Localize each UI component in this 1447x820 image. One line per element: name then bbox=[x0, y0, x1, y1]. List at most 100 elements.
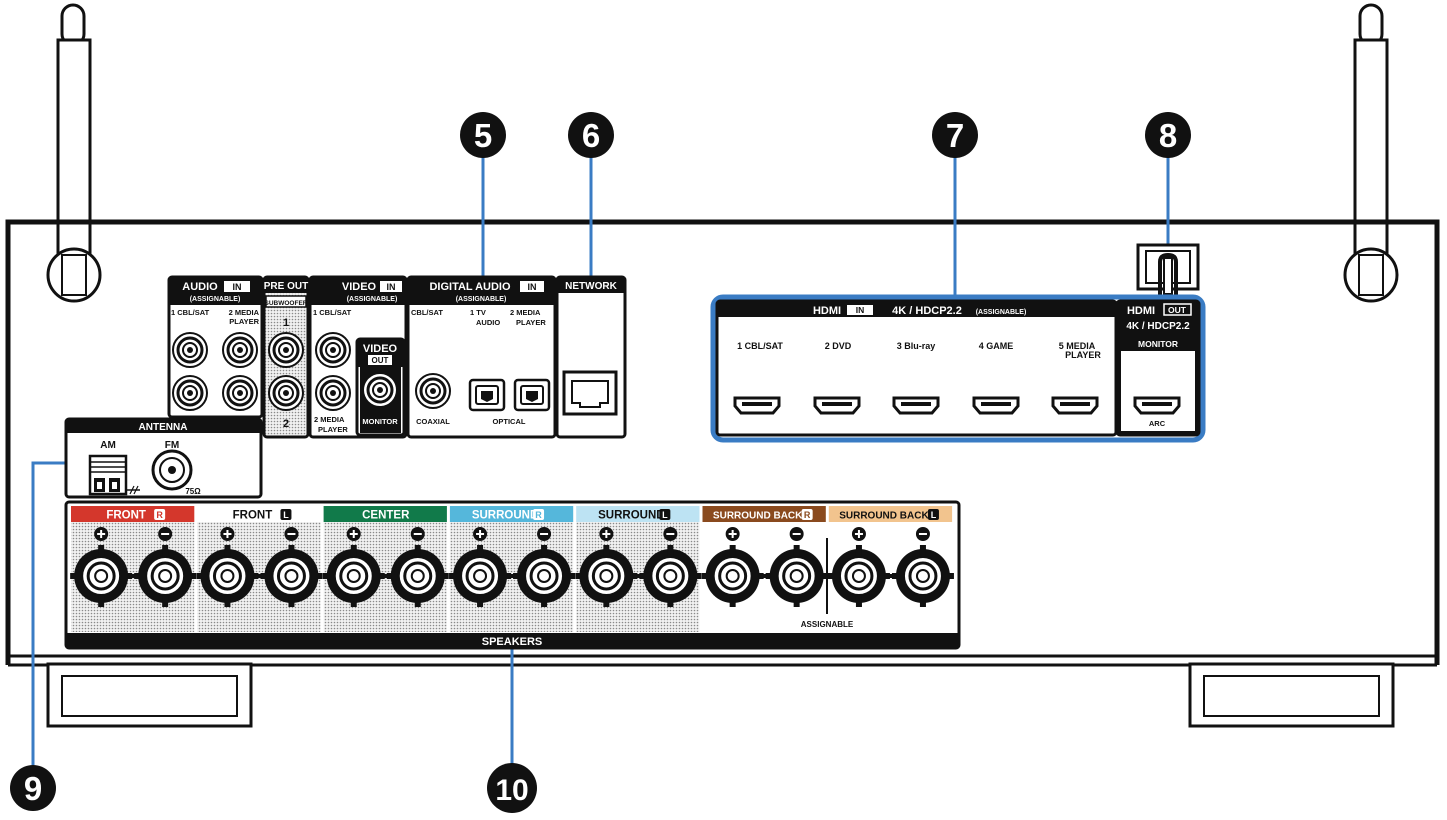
audio-in-jack[interactable] bbox=[221, 331, 259, 369]
optical-jack-2[interactable] bbox=[513, 378, 551, 412]
pre-out-num-1: 1 bbox=[283, 317, 289, 329]
speaker-channel: CENTER bbox=[321, 506, 451, 632]
speaker-channel-label: SURROUND bbox=[598, 510, 664, 522]
callout-6: 6 bbox=[568, 112, 614, 158]
pre-out-jack-2[interactable] bbox=[267, 374, 305, 412]
hdmi-in-port-5[interactable] bbox=[1051, 396, 1099, 415]
digital-audio-mp-label-2: PLAYER bbox=[516, 318, 546, 327]
pre-out-section: PRE OUT SUBWOOFER 1 2 bbox=[262, 275, 310, 439]
callout-10: 10 bbox=[487, 763, 537, 813]
callout-9: 9 bbox=[10, 765, 56, 811]
digital-audio-title: DIGITAL AUDIO bbox=[429, 281, 511, 293]
audio-in-label-1: 1 CBL/SAT bbox=[171, 308, 210, 317]
speaker-channel-badge: R bbox=[535, 510, 542, 520]
speaker-channel-label: FRONT bbox=[106, 510, 146, 522]
digital-audio-tv-label-1: 1 TV bbox=[470, 308, 486, 317]
digital-audio-badge: IN bbox=[528, 282, 537, 292]
hdmi-in-label: 4 GAME bbox=[979, 341, 1014, 351]
speakers-assignable-label: ASSIGNABLE bbox=[801, 620, 854, 629]
speaker-channel-badge: R bbox=[156, 510, 163, 520]
hdmi-out-spec: 4K / HDCP2.2 bbox=[1126, 321, 1190, 332]
hdmi-out-badge: OUT bbox=[1168, 305, 1187, 315]
video-in-label-2a: 2 MEDIA bbox=[314, 415, 345, 424]
left-antenna bbox=[46, 3, 102, 303]
speaker-channel-label: FRONT bbox=[233, 510, 273, 522]
hdmi-in-label: 1 CBL/SAT bbox=[737, 341, 783, 351]
speaker-channel-badge: L bbox=[662, 510, 668, 520]
coaxial-jack[interactable] bbox=[414, 372, 452, 410]
callout-lines bbox=[31, 150, 1170, 765]
hdmi-in-port-2[interactable] bbox=[813, 396, 861, 415]
hdmi-in-label: 2 DVD bbox=[825, 341, 852, 351]
signal-ground-terminal[interactable] bbox=[1136, 243, 1200, 296]
am-antenna-terminal[interactable] bbox=[88, 454, 140, 496]
svg-text:8: 8 bbox=[1159, 117, 1177, 154]
video-in-jack-1[interactable] bbox=[314, 331, 352, 369]
hdmi-in-port-3[interactable] bbox=[892, 396, 940, 415]
audio-in-sub: (ASSIGNABLE) bbox=[190, 296, 241, 303]
svg-text:7: 7 bbox=[946, 117, 964, 154]
svg-text:6: 6 bbox=[582, 117, 600, 154]
digital-audio-mp-label-1: 2 MEDIA bbox=[510, 308, 541, 317]
audio-in-title: AUDIO bbox=[182, 281, 218, 293]
hdmi-in-label-line2: PLAYER bbox=[1065, 350, 1101, 360]
video-in-label-1: 1 CBL/SAT bbox=[313, 308, 352, 317]
video-out-badge: OUT bbox=[372, 356, 389, 365]
audio-in-label-2a: 2 MEDIA bbox=[229, 308, 260, 317]
video-in-badge: IN bbox=[387, 282, 396, 292]
optical-jack-1[interactable] bbox=[468, 378, 506, 412]
pre-out-sub: SUBWOOFER bbox=[265, 300, 308, 307]
video-out-jack[interactable] bbox=[361, 371, 399, 409]
hdmi-in-spec: 4K / HDCP2.2 bbox=[892, 305, 962, 317]
hdmi-out-port[interactable] bbox=[1133, 396, 1181, 415]
pre-out-title: PRE OUT bbox=[264, 281, 308, 292]
pre-out-jack-1[interactable] bbox=[267, 331, 305, 369]
chassis bbox=[5, 219, 1440, 728]
audio-in-section: AUDIO IN (ASSIGNABLE) 1 CBL/SAT 2 MEDIA … bbox=[167, 275, 264, 419]
callout-8: 8 bbox=[1145, 112, 1191, 158]
digital-audio-section: DIGITAL AUDIO IN (ASSIGNABLE) CBL/SAT 1 … bbox=[406, 275, 557, 439]
audio-in-jack[interactable] bbox=[171, 331, 209, 369]
hdmi-out-title: HDMI bbox=[1127, 305, 1155, 317]
hdmi-in-sub: (ASSIGNABLE) bbox=[976, 309, 1027, 316]
digital-audio-tv-label-2: AUDIO bbox=[476, 318, 500, 327]
audio-in-badge: IN bbox=[233, 282, 242, 292]
speaker-channel-label: CENTER bbox=[362, 510, 410, 522]
video-in-jack-2[interactable] bbox=[314, 374, 352, 412]
speaker-channel-label: SURROUND BACK bbox=[839, 511, 929, 522]
antenna-am-label: AM bbox=[100, 440, 116, 451]
optical-label: OPTICAL bbox=[493, 417, 526, 426]
hdmi-out-monitor-label: MONITOR bbox=[1138, 339, 1178, 349]
callout-7: 7 bbox=[932, 112, 978, 158]
coaxial-label: COAXIAL bbox=[416, 417, 450, 426]
audio-in-jack[interactable] bbox=[221, 374, 259, 412]
audio-in-jack[interactable] bbox=[171, 374, 209, 412]
video-out-monitor-label: MONITOR bbox=[362, 417, 398, 426]
network-section: NETWORK bbox=[555, 275, 627, 439]
speaker-channel-badge: L bbox=[931, 510, 937, 520]
svg-text:5: 5 bbox=[474, 117, 492, 154]
svg-text:9: 9 bbox=[24, 770, 42, 807]
speaker-channel-label: SURROUND BACK bbox=[713, 511, 803, 522]
network-title: NETWORK bbox=[565, 281, 617, 292]
video-in-title: VIDEO bbox=[342, 281, 377, 293]
hdmi-in-title: HDMI bbox=[813, 305, 841, 317]
callout-5: 5 bbox=[460, 112, 506, 158]
speaker-channel-badge: R bbox=[804, 510, 811, 520]
video-out-title: VIDEO bbox=[363, 343, 398, 355]
network-lan-port[interactable] bbox=[562, 370, 618, 416]
speaker-channel: FRONT R bbox=[68, 506, 198, 632]
fm-antenna-jack[interactable] bbox=[151, 449, 193, 491]
video-in-section: VIDEO IN (ASSIGNABLE) 1 CBL/SAT 2 MEDIA … bbox=[308, 275, 408, 439]
hdmi-section: HDMI IN 4K / HDCP2.2 (ASSIGNABLE) 1 CBL/… bbox=[710, 294, 1206, 443]
hdmi-out-arc-label: ARC bbox=[1149, 419, 1166, 428]
digital-audio-cbl-label: CBL/SAT bbox=[411, 308, 443, 317]
right-antenna bbox=[1343, 3, 1399, 303]
video-in-label-2b: PLAYER bbox=[318, 425, 348, 434]
hdmi-in-port-4[interactable] bbox=[972, 396, 1020, 415]
hdmi-in-port-1[interactable] bbox=[733, 396, 781, 415]
